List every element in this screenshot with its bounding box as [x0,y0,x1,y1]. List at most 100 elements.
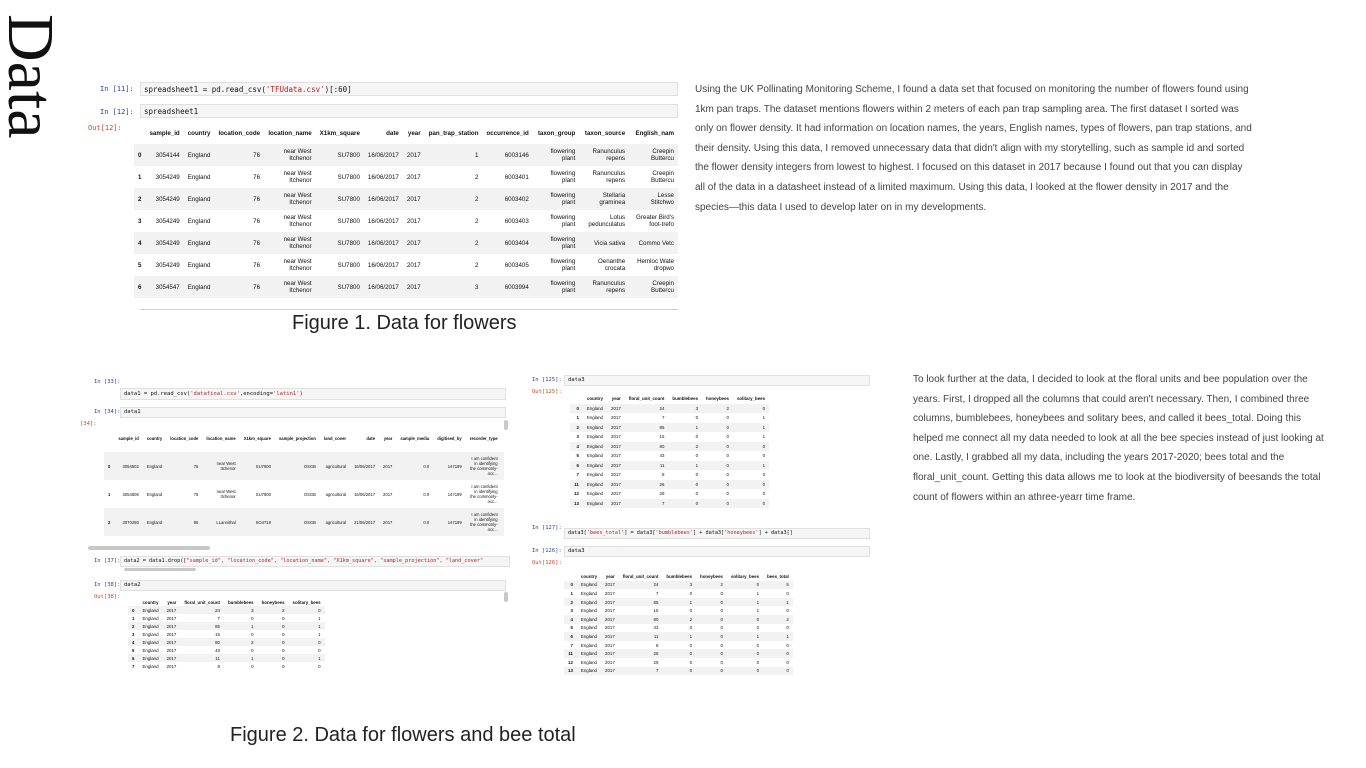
code-cell-34[interactable]: data1 [120,407,506,418]
table-cell: 1 [695,424,699,430]
code-cell-33[interactable]: data1 = pd.read_csv('datafinal.csv',enco… [120,388,506,400]
table-cell: flowering plant [550,192,576,206]
column-header: floral_unit_count [628,396,665,402]
table-cell: 29 [659,491,665,497]
table-cell: 2017 [611,500,621,506]
table-cell: England [586,405,604,411]
code-string: 'bumblebees' [655,530,693,536]
row-index: 2 [138,195,142,203]
code-cell-127[interactable]: data3['bees_total'] = data3['bumblebees'… [564,528,870,539]
table-cell: Creepin Buttercu [650,170,674,184]
code-cell-125[interactable]: data3 [564,375,870,386]
table-cell: flowering plant [550,214,576,228]
table-cell: 1 [475,151,479,159]
table-cell: 0 [689,668,693,674]
column-header: bees_total [767,573,789,579]
table-cell [396,536,433,542]
column-header: sample_projection [278,435,316,441]
table-cell: 0 [695,481,699,487]
table-cell: 1 [786,599,789,605]
row-index: 2 [132,623,135,629]
figure1-notebook: In [11]: spreadsheet1 = pd.read_csv('TFU… [78,80,678,304]
table-cell: 3054249 [155,217,180,225]
row-index: 2 [576,424,579,430]
data1-horizontal-scrollbar[interactable] [88,546,210,550]
table-cell: 0.0 [423,491,430,497]
data2-vertical-scrollbar[interactable] [504,592,508,602]
table-cell: 2 [726,405,729,411]
table-cell: 1 [689,633,693,639]
figure1-code-cell-2[interactable]: spreadsheet1 [140,104,678,118]
table-cell: England [586,415,604,421]
table-cell: 2017 [406,173,421,181]
code-text: data1 [124,409,141,415]
table-cell: England [586,500,604,506]
row-index: 13 [574,500,579,506]
code-string: "sample_id", "location_code", "location_… [186,558,484,564]
table-cell: 0 [695,415,699,421]
table-cell: 0 [726,415,729,421]
table-cell: 2017 [166,631,177,637]
table-cell: 3054144 [155,151,180,159]
table-cell: 0 [756,651,760,657]
table-cell: 0 [282,623,285,629]
table-cell: 0 [786,642,789,648]
figure1-out12-prompt: Out[12]: [88,124,122,132]
table-cell: 2 [475,239,479,247]
table-cell: 0 [720,616,723,622]
code37-scrollbar[interactable] [124,568,196,571]
table-cell: England [580,625,598,631]
table-cell: England [187,261,211,269]
table-cell: 3054249 [155,195,180,203]
table-cell: 0 [318,663,321,669]
row-index: 2 [108,519,111,525]
table-cell: 2017 [611,472,621,478]
row-index: 1 [570,590,573,596]
table-cell: 0 [251,647,254,653]
row-index: 0 [138,151,142,159]
table-cell: 0 [786,608,789,614]
column-header [104,424,114,452]
code-text: ) [299,391,303,397]
code-cell-126[interactable]: data3 [564,546,870,557]
table-cell: England [142,623,159,629]
table-cell: 0 [786,590,789,596]
table-cell: SU7800 [337,195,360,203]
table-cell: 1 [318,615,321,621]
row-index: 11 [574,481,579,487]
table-cell: I am confident [466,536,502,542]
code-cell-38[interactable]: data2 [120,580,506,591]
figure1-code-cell-1[interactable]: spreadsheet1 = pd.read_csv('TFUdata.csv'… [140,82,678,96]
code-string: 'datafinal.csv' [190,391,240,397]
table-cell [166,536,202,542]
table-cell: agricultural [325,491,347,497]
row-index: 3 [132,631,135,637]
code-cell-37[interactable]: data2 = data1.drop(["sample_id", "locati… [120,556,510,567]
data1-vertical-scrollbar[interactable] [504,420,508,430]
table-cell: 8 [661,472,665,478]
column-header: country [580,573,598,579]
table-cell: 2017 [611,453,621,459]
table-cell: 2017 [611,424,621,430]
table-cell: 76 [253,173,261,181]
table-cell: 2017 [406,283,421,291]
table-cell: 0 [720,668,723,674]
column-header: location_name [206,435,236,441]
column-header: location_code [170,435,199,441]
table-cell: agricultural [325,519,347,525]
table-cell: Commo Vetc [638,239,674,247]
table-cell: 0 [720,599,723,605]
table-cell: 0 [695,472,699,478]
table-cell: 2017 [611,491,621,497]
table-cell: 2017 [406,217,421,225]
table-cell: 0 [318,647,321,653]
figure1-in11-prompt: In [11]: [100,85,134,93]
table-cell: 24 [653,582,659,588]
